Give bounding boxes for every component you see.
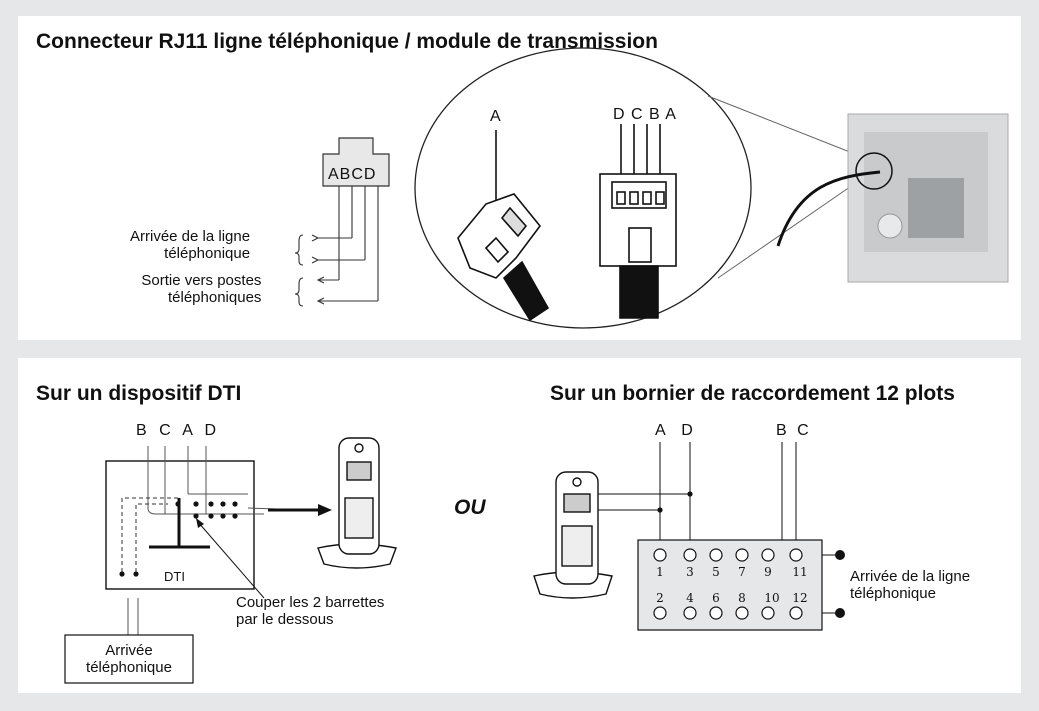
outgoing-phones-label: Sortie vers postes téléphoniques <box>141 272 262 306</box>
zoom-socket-pin-labels: D C B A <box>613 106 677 123</box>
rj11-plug-icon <box>322 137 390 187</box>
or-separator: OU <box>454 496 486 519</box>
terminal-number-top: 3 <box>686 565 694 579</box>
terminal-wire-labels-right: B C <box>776 422 812 439</box>
dti-title: Sur un dispositif DTI <box>36 382 242 405</box>
terminal-wire-labels-left: A D <box>655 422 699 439</box>
terminal-arrival-label: Arrivée de la ligne téléphonique <box>850 568 971 602</box>
terminal-number-top: 9 <box>764 565 772 579</box>
terminal-number-top: 7 <box>738 565 746 579</box>
incoming-line-label: Arrivée de la ligne téléphonique <box>130 228 251 262</box>
terminal-number-bottom: 6 <box>712 591 720 605</box>
wiring-panel: Sur un dispositif DTI Sur un bornier de … <box>18 358 1021 693</box>
dti-wire-labels: B C A D <box>136 422 221 439</box>
terminal-number-top: 1 <box>656 565 664 579</box>
transmission-module-photo <box>776 113 1009 283</box>
terminal-title: Sur un bornier de raccordement 12 plots <box>550 382 955 405</box>
zoom-ellipse <box>414 47 752 329</box>
handset-dti-icon <box>317 437 397 569</box>
rj11-pin-labels: ABCD <box>328 166 377 183</box>
arrival-box <box>64 634 194 684</box>
zoom-plug-label: A <box>490 108 501 125</box>
terminal-number-bottom: 4 <box>686 591 694 605</box>
wiring-diagram: 1 3 5 7 9 11 2 4 6 8 10 12 <box>64 437 845 684</box>
cut-note: Couper les 2 barrettes par le dessous <box>236 594 385 628</box>
terminal-number-top: 5 <box>712 565 720 579</box>
rj11-panel-title: Connecteur RJ11 ligne téléphonique / mod… <box>36 30 658 53</box>
rj11-schematic <box>294 47 1009 329</box>
terminal-number-bottom: 10 <box>764 591 779 605</box>
terminal-number-top: 11 <box>792 565 807 579</box>
rj11-connector-panel: Connecteur RJ11 ligne téléphonique / mod… <box>18 16 1021 340</box>
terminal-number-bottom: 2 <box>656 591 664 605</box>
terminal-number-bottom: 8 <box>738 591 746 605</box>
rj11-socket-zoom-icon <box>599 124 677 319</box>
rj11-plug-zoom-icon <box>457 130 550 322</box>
handset-terminal-icon <box>533 471 613 599</box>
dti-box-label: DTI <box>164 569 185 584</box>
terminal-number-bottom: 12 <box>792 591 807 605</box>
arrival-box-label: Arrivée téléphonique <box>86 642 172 676</box>
